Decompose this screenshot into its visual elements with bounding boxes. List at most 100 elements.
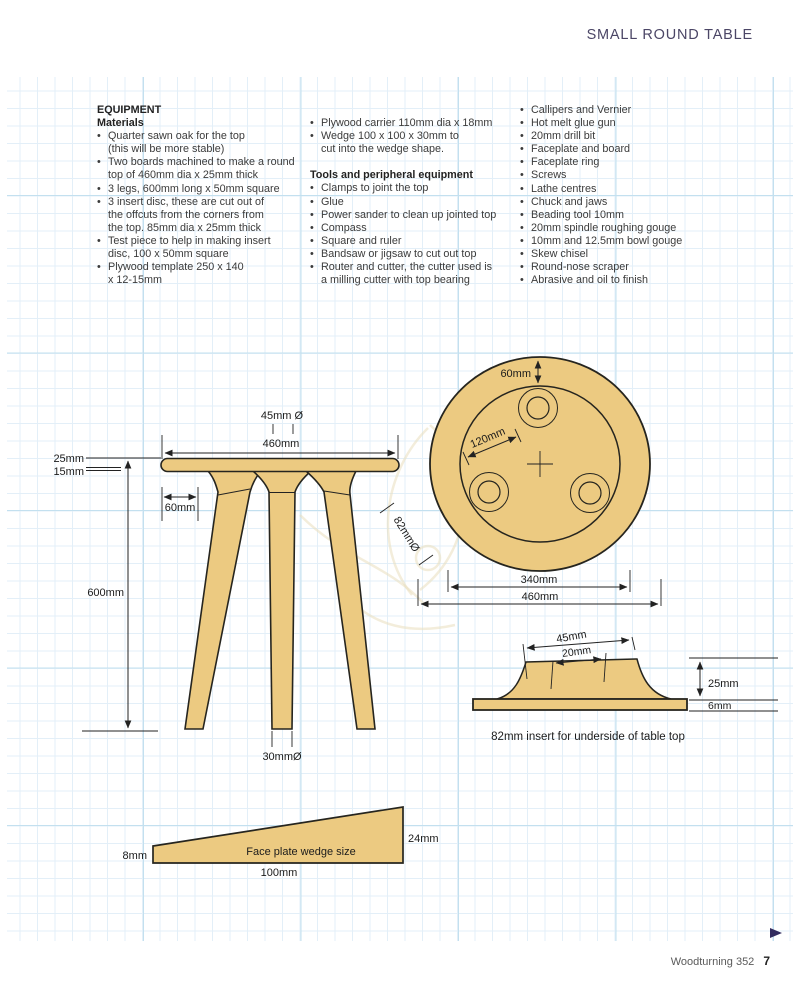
bullet-glyph: • [310, 261, 314, 274]
dim-label-plan-top-dia: 460mm [522, 591, 559, 603]
wedge-label: Face plate wedge size [246, 846, 355, 858]
bullet-glyph: • [97, 261, 101, 274]
dim-tick [418, 554, 434, 566]
list-item: disc, 100 x 50mm square [108, 248, 229, 261]
dim-label-leg-bottom-dia: 30mmØ [262, 751, 302, 763]
list-item: •3 insert disc, these are cut out of [97, 196, 309, 209]
page-title: SMALL ROUND TABLE [586, 27, 753, 43]
list-item: the offcuts from the corners from [108, 208, 264, 221]
list-item-text: Faceplate and board [531, 143, 631, 156]
list-item: top of 460mm dia x 25mm thick [108, 169, 259, 182]
dim-tick [550, 660, 554, 690]
list-item-text: 3 legs, 600mm long x 50mm square [108, 182, 280, 195]
list-item-text: Quarter sawn oak for the top [108, 130, 245, 143]
list-item-text: Hot melt glue gun [531, 117, 616, 130]
bullet-glyph: • [520, 261, 524, 274]
bullet-glyph: • [310, 208, 314, 221]
table-top-side [160, 457, 400, 473]
bullet-glyph: • [520, 195, 524, 208]
list-item-text: Callipers and Vernier [531, 104, 632, 116]
list-item-text: Abrasive and oil to finish [531, 274, 649, 287]
bullet-glyph: • [310, 117, 314, 129]
list-item-text: Bandsaw or jigsaw to cut out top [321, 247, 477, 260]
list-item-text: Power sander to clean up jointed top [321, 208, 497, 221]
list-item-text: Plywood template 250 x 140 [108, 261, 244, 274]
list-item: •Screws [520, 169, 710, 182]
list-item: • Two boards machined to make a round [97, 156, 309, 169]
list-item: • Quarter sawn oak for the top [97, 130, 309, 143]
list-item-text: Clamps to joint the top [321, 182, 429, 195]
insert-disc-lower-left [469, 472, 509, 512]
list-item-text: Chuck and jaws [531, 195, 608, 208]
bullet-glyph: • [310, 182, 314, 195]
list-item-text: 20mm drill bit [531, 130, 596, 143]
dim-tick [603, 652, 607, 683]
dim-tick [631, 636, 636, 651]
dim-label-insert-top-width: 45mm [555, 628, 587, 645]
insert-disc-lower-right [570, 473, 610, 513]
list-item: •Wedge 100 x 100 x 30mm to [310, 130, 515, 143]
list-item: • Plywood template 250 x 140 [97, 261, 309, 274]
dim-tick [514, 428, 522, 443]
list-item: • Abrasive and oil to finish [520, 274, 710, 287]
list-item-text: Test piece to help in making insert [108, 234, 271, 247]
list-item: • Round-nose scraper [520, 261, 710, 274]
list-item: • Chuck and jaws [520, 196, 710, 209]
list-item: • Bandsaw or jigsaw to cut out top [310, 248, 515, 261]
bullet-glyph: • [520, 104, 524, 116]
list-item-text: Two boards machined to make a round [108, 156, 295, 169]
list-item-text: 10mm and 12.5mm bowl gouge [531, 234, 683, 247]
wedge-shape [152, 806, 404, 864]
dim-label-insert-tenon-width: 20mm [561, 644, 592, 660]
list-item-text: Round-nose scraper [531, 261, 629, 274]
list-item: • Clamps to joint the top [310, 182, 515, 195]
table-leg-center [250, 470, 314, 730]
list-heading: EQUIPMENT [97, 104, 162, 116]
list-item: • Power sander to clean up jointed top [310, 209, 515, 222]
bullet-glyph: • [520, 234, 524, 247]
list-item: •Glue [310, 196, 515, 209]
equipment-accessories-column: • Callipers and Vernier • Hot melt glue gun… [520, 104, 710, 287]
bullet-glyph: • [520, 117, 524, 130]
bullet-glyph: • [310, 234, 314, 247]
list-item: (this will be more stable) [108, 143, 225, 156]
list-heading: Materials [97, 117, 144, 130]
list-item-text: Square and ruler [321, 234, 402, 247]
dim-label-wedge-length: 100mm [261, 867, 298, 879]
bullet-glyph: • [520, 274, 524, 287]
page-number: 7 [763, 954, 770, 968]
list-heading: Tools and peripheral equipment [310, 169, 473, 182]
list-item: • Callipers and Vernier [520, 104, 710, 117]
wedge-view: Face plate wedge size 8mm 24mm 100mm [123, 806, 439, 879]
list-item: a milling cutter with top bearing [321, 274, 470, 287]
list-item: • 20mm drill bit [520, 130, 710, 143]
list-item: x 12-15mm [108, 274, 163, 287]
bullet-glyph: • [310, 247, 314, 260]
bullet-glyph: • [97, 130, 101, 143]
dim-label-edge-thickness: 15mm [53, 466, 84, 478]
list-item-text: Wedge 100 x 100 x 30mm to [321, 130, 459, 143]
bullet-glyph: • [520, 208, 524, 221]
front-view: 45mm Ø 460mm 25mm 15mm 600mm 60mm 30mmØ [53, 410, 400, 763]
list-item: •Test piece to help in making insert [97, 235, 309, 248]
bullet-glyph: • [310, 195, 314, 208]
dim-label-insert-base-thickness: 6mm [708, 700, 732, 712]
bullet-glyph: • [520, 169, 524, 182]
bullet-glyph: • [520, 130, 524, 143]
list-item: •Beading tool 10mm [520, 209, 710, 222]
dim-label-top-dia: 460mm [263, 438, 300, 450]
bullet-glyph: • [97, 156, 101, 169]
list-item-text: Plywood carrier 110mm dia x 18mm [321, 117, 493, 129]
list-item-text: Compass [321, 221, 367, 234]
dim-label-top-thickness: 25mm [53, 453, 84, 465]
insert-mound [496, 658, 672, 700]
list-item-text: Lathe centres [531, 182, 597, 195]
insert-base [472, 698, 688, 711]
bullet-glyph: • [520, 156, 524, 169]
dim-label-insert-height: 25mm [708, 678, 739, 690]
dim-tick [522, 643, 528, 680]
bullet-glyph: • [520, 248, 524, 261]
bullet-glyph: • [310, 221, 314, 234]
